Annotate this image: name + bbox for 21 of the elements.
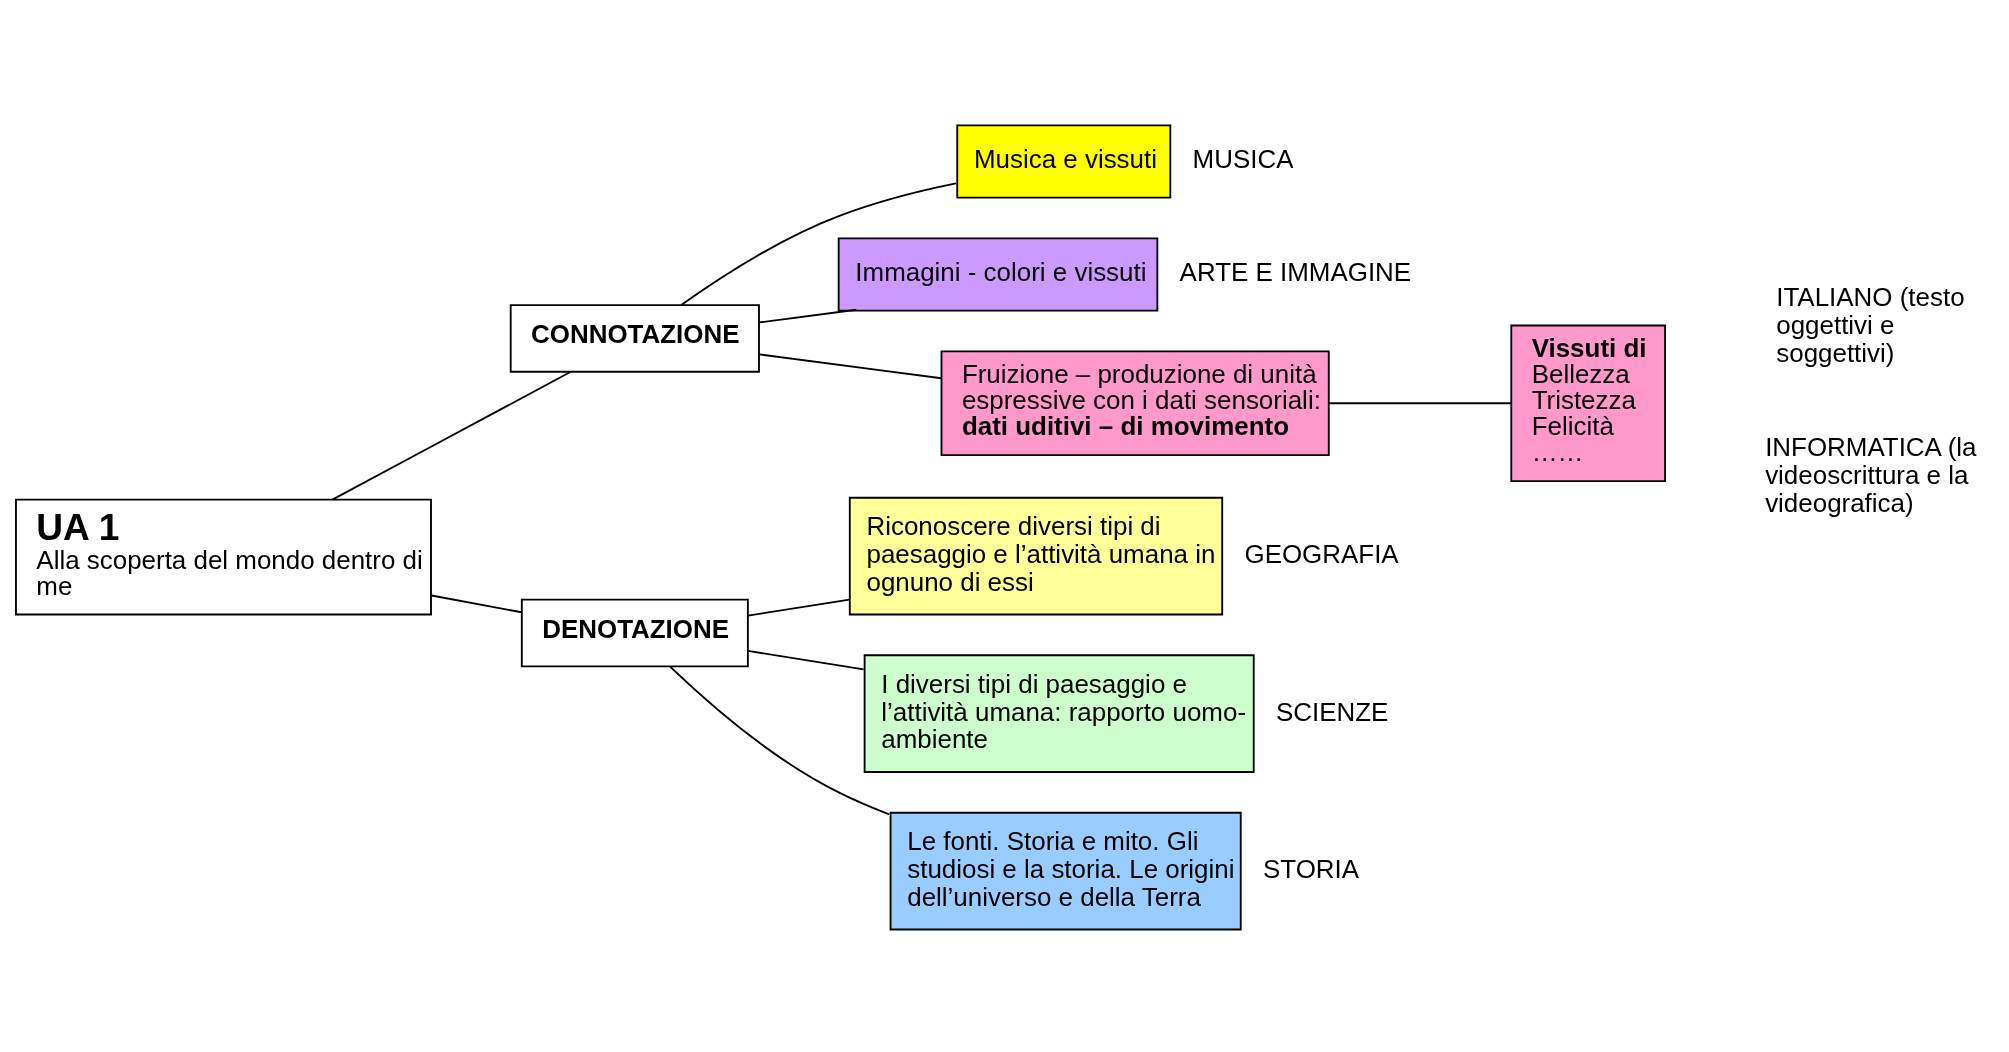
node-label: SCIENZE xyxy=(1275,697,1389,725)
label: ITALIANO (testo oggettivi e soggettivi) xyxy=(1776,282,1965,367)
connector xyxy=(430,594,523,613)
node-label: GEOGRAFIA xyxy=(1244,539,1399,568)
node-box: Vissuti di Bellezza Tristezza Felicità …… xyxy=(1510,324,1666,482)
node-box: UA 1 Alla scoperta del mondo dentro di me xyxy=(15,498,432,615)
connector xyxy=(758,308,858,323)
connector xyxy=(669,665,891,815)
node-label: STORIA xyxy=(1262,854,1360,883)
connector xyxy=(1327,401,1512,404)
node-box: CONNOTAZIONE xyxy=(509,303,760,373)
connector xyxy=(747,649,865,670)
connector xyxy=(758,353,943,379)
connector xyxy=(680,181,957,306)
node-label: MUSICA xyxy=(1192,144,1294,173)
node-label: ARTE E IMMAGINE xyxy=(1179,257,1412,286)
node-box: Fruizione – produzione di unità espressive con i dati sensoriali: dati uditivi – di movimento xyxy=(940,349,1330,456)
label: INFORMATICA (la videoscrittura e la videografica) xyxy=(1765,432,1977,517)
connector xyxy=(331,370,572,501)
node-box: DENOTAZIONE xyxy=(520,598,749,667)
connector xyxy=(747,598,851,616)
